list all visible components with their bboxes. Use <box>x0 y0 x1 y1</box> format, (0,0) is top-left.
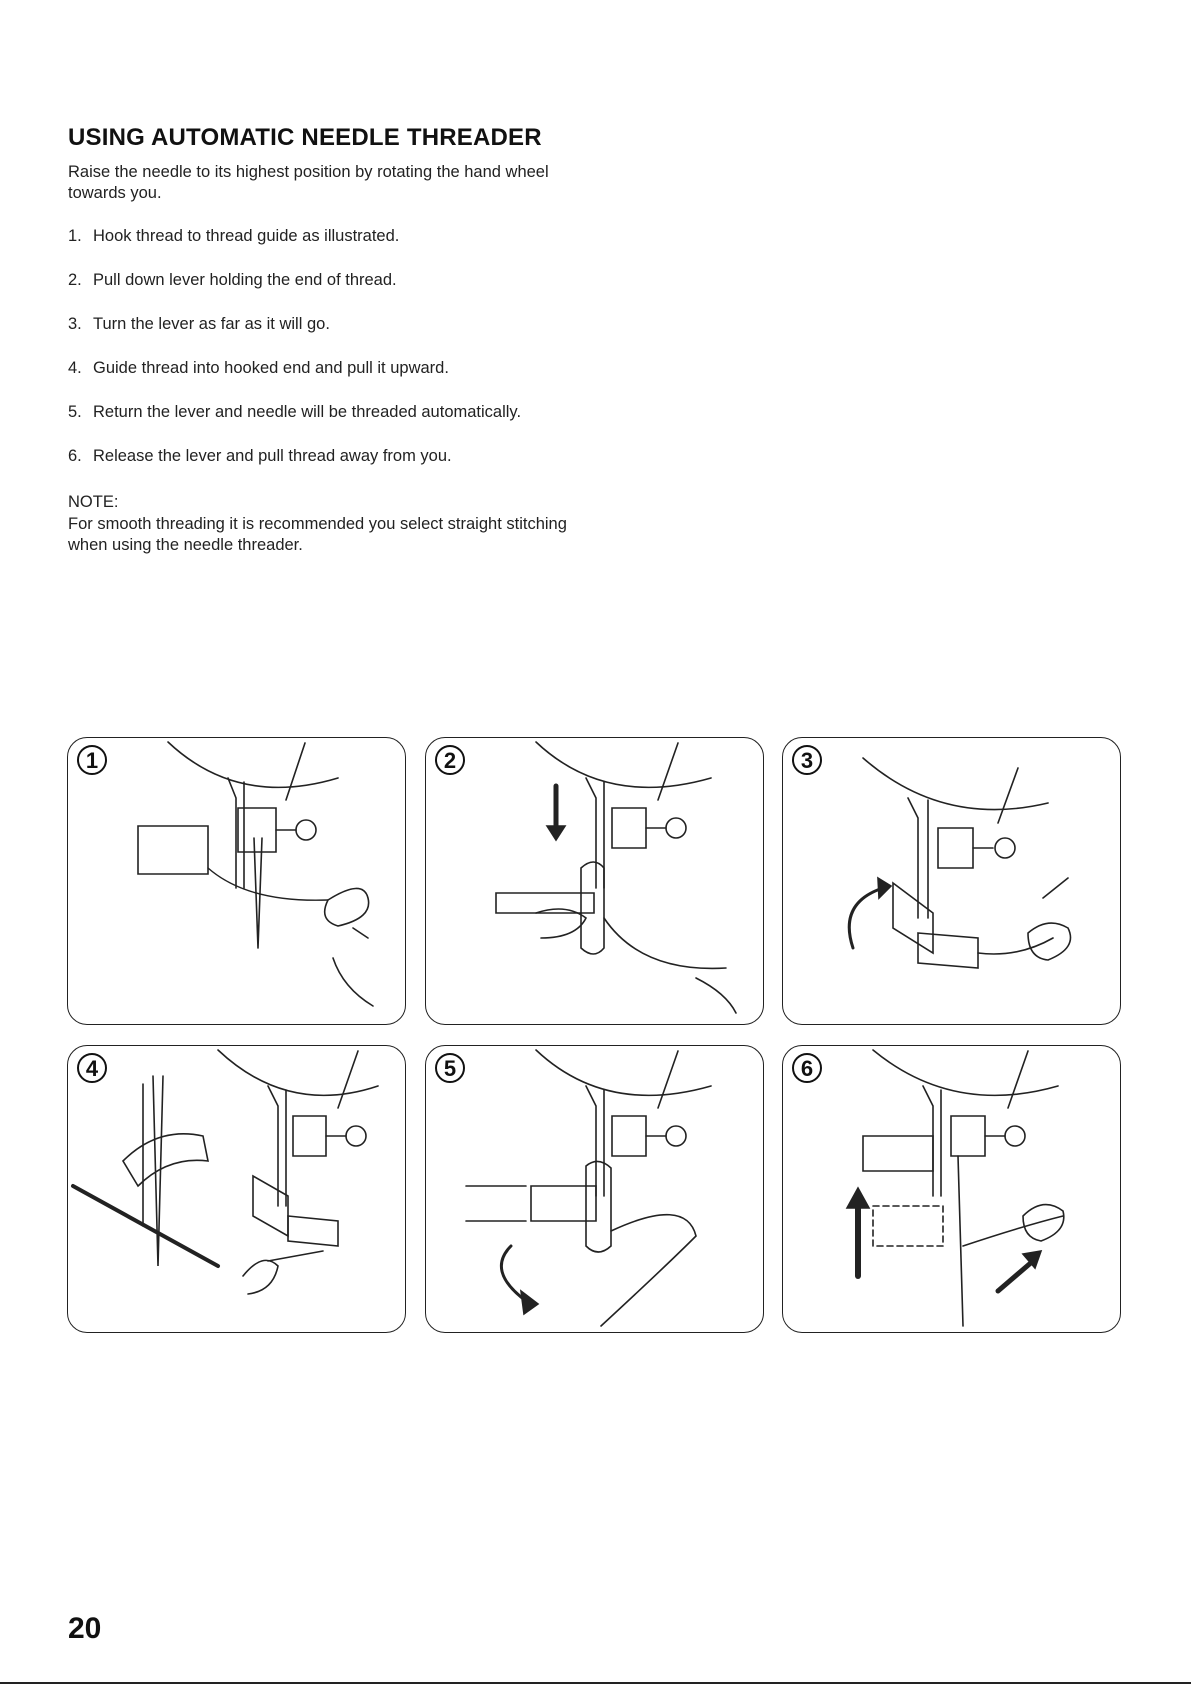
step-number: 6. <box>68 447 82 465</box>
page-number: 20 <box>68 1612 102 1645</box>
figure-number-badge: 1 <box>77 745 107 775</box>
step-text: Guide thread into hooked end and pull it… <box>93 359 449 377</box>
figure-panel-3: 3 <box>782 737 1121 1025</box>
step-item: 3. Turn the lever as far as it will go. <box>68 314 521 358</box>
bottom-divider <box>0 1682 1191 1684</box>
figure-panel-5: 5 <box>425 1045 764 1333</box>
step-number: 1. <box>68 227 82 245</box>
needle-threader-illustration <box>465 1049 712 1327</box>
step-text: Release the lever and pull thread away f… <box>93 447 452 465</box>
section-heading: USING AUTOMATIC NEEDLE THREADER <box>68 124 542 151</box>
figure-number-badge: 5 <box>435 1053 465 1083</box>
step-item: 4. Guide thread into hooked end and pull … <box>68 358 521 402</box>
figure-panel-6: 6 <box>782 1045 1121 1333</box>
figure-number-badge: 3 <box>792 745 822 775</box>
needle-threader-illustration <box>845 1049 1065 1327</box>
step-text: Hook thread to thread guide as illustrat… <box>93 227 400 245</box>
figure-panel-4: 4 <box>67 1045 406 1333</box>
step-list: 1. Hook thread to thread guide as illustr… <box>68 226 521 490</box>
figure-panel-1: 1 <box>67 737 406 1025</box>
step-item: 1. Hook thread to thread guide as illustr… <box>68 226 521 270</box>
step-number: 5. <box>68 403 82 421</box>
step-text: Return the lever and needle will be thre… <box>93 403 522 421</box>
needle-threader-illustration <box>71 1049 379 1295</box>
step-number: 4. <box>68 359 82 377</box>
note-label: NOTE: <box>68 493 119 511</box>
figure-number-badge: 4 <box>77 1053 107 1083</box>
figure-panel-2: 2 <box>425 737 764 1025</box>
needle-threader-illustration <box>495 741 737 1014</box>
needle-threader-illustration <box>847 757 1072 969</box>
step-item: 6. Release the lever and pull thread away… <box>68 446 521 490</box>
needle-threader-illustration <box>137 741 374 1007</box>
step-item: 5. Return the lever and needle will be th… <box>68 402 521 446</box>
figure-number-badge: 2 <box>435 745 465 775</box>
step-item: 2. Pull down lever holding the end of thr… <box>68 270 521 314</box>
intro-paragraph: Raise the needle to its highest position… <box>68 163 549 202</box>
step-number: 2. <box>68 271 82 289</box>
step-text: Turn the lever as far as it will go. <box>93 315 330 333</box>
figure-number-badge: 6 <box>792 1053 822 1083</box>
step-number: 3. <box>68 315 82 333</box>
step-text: Pull down lever holding the end of threa… <box>93 271 397 289</box>
note-text: For smooth threading it is recommended y… <box>68 515 567 554</box>
